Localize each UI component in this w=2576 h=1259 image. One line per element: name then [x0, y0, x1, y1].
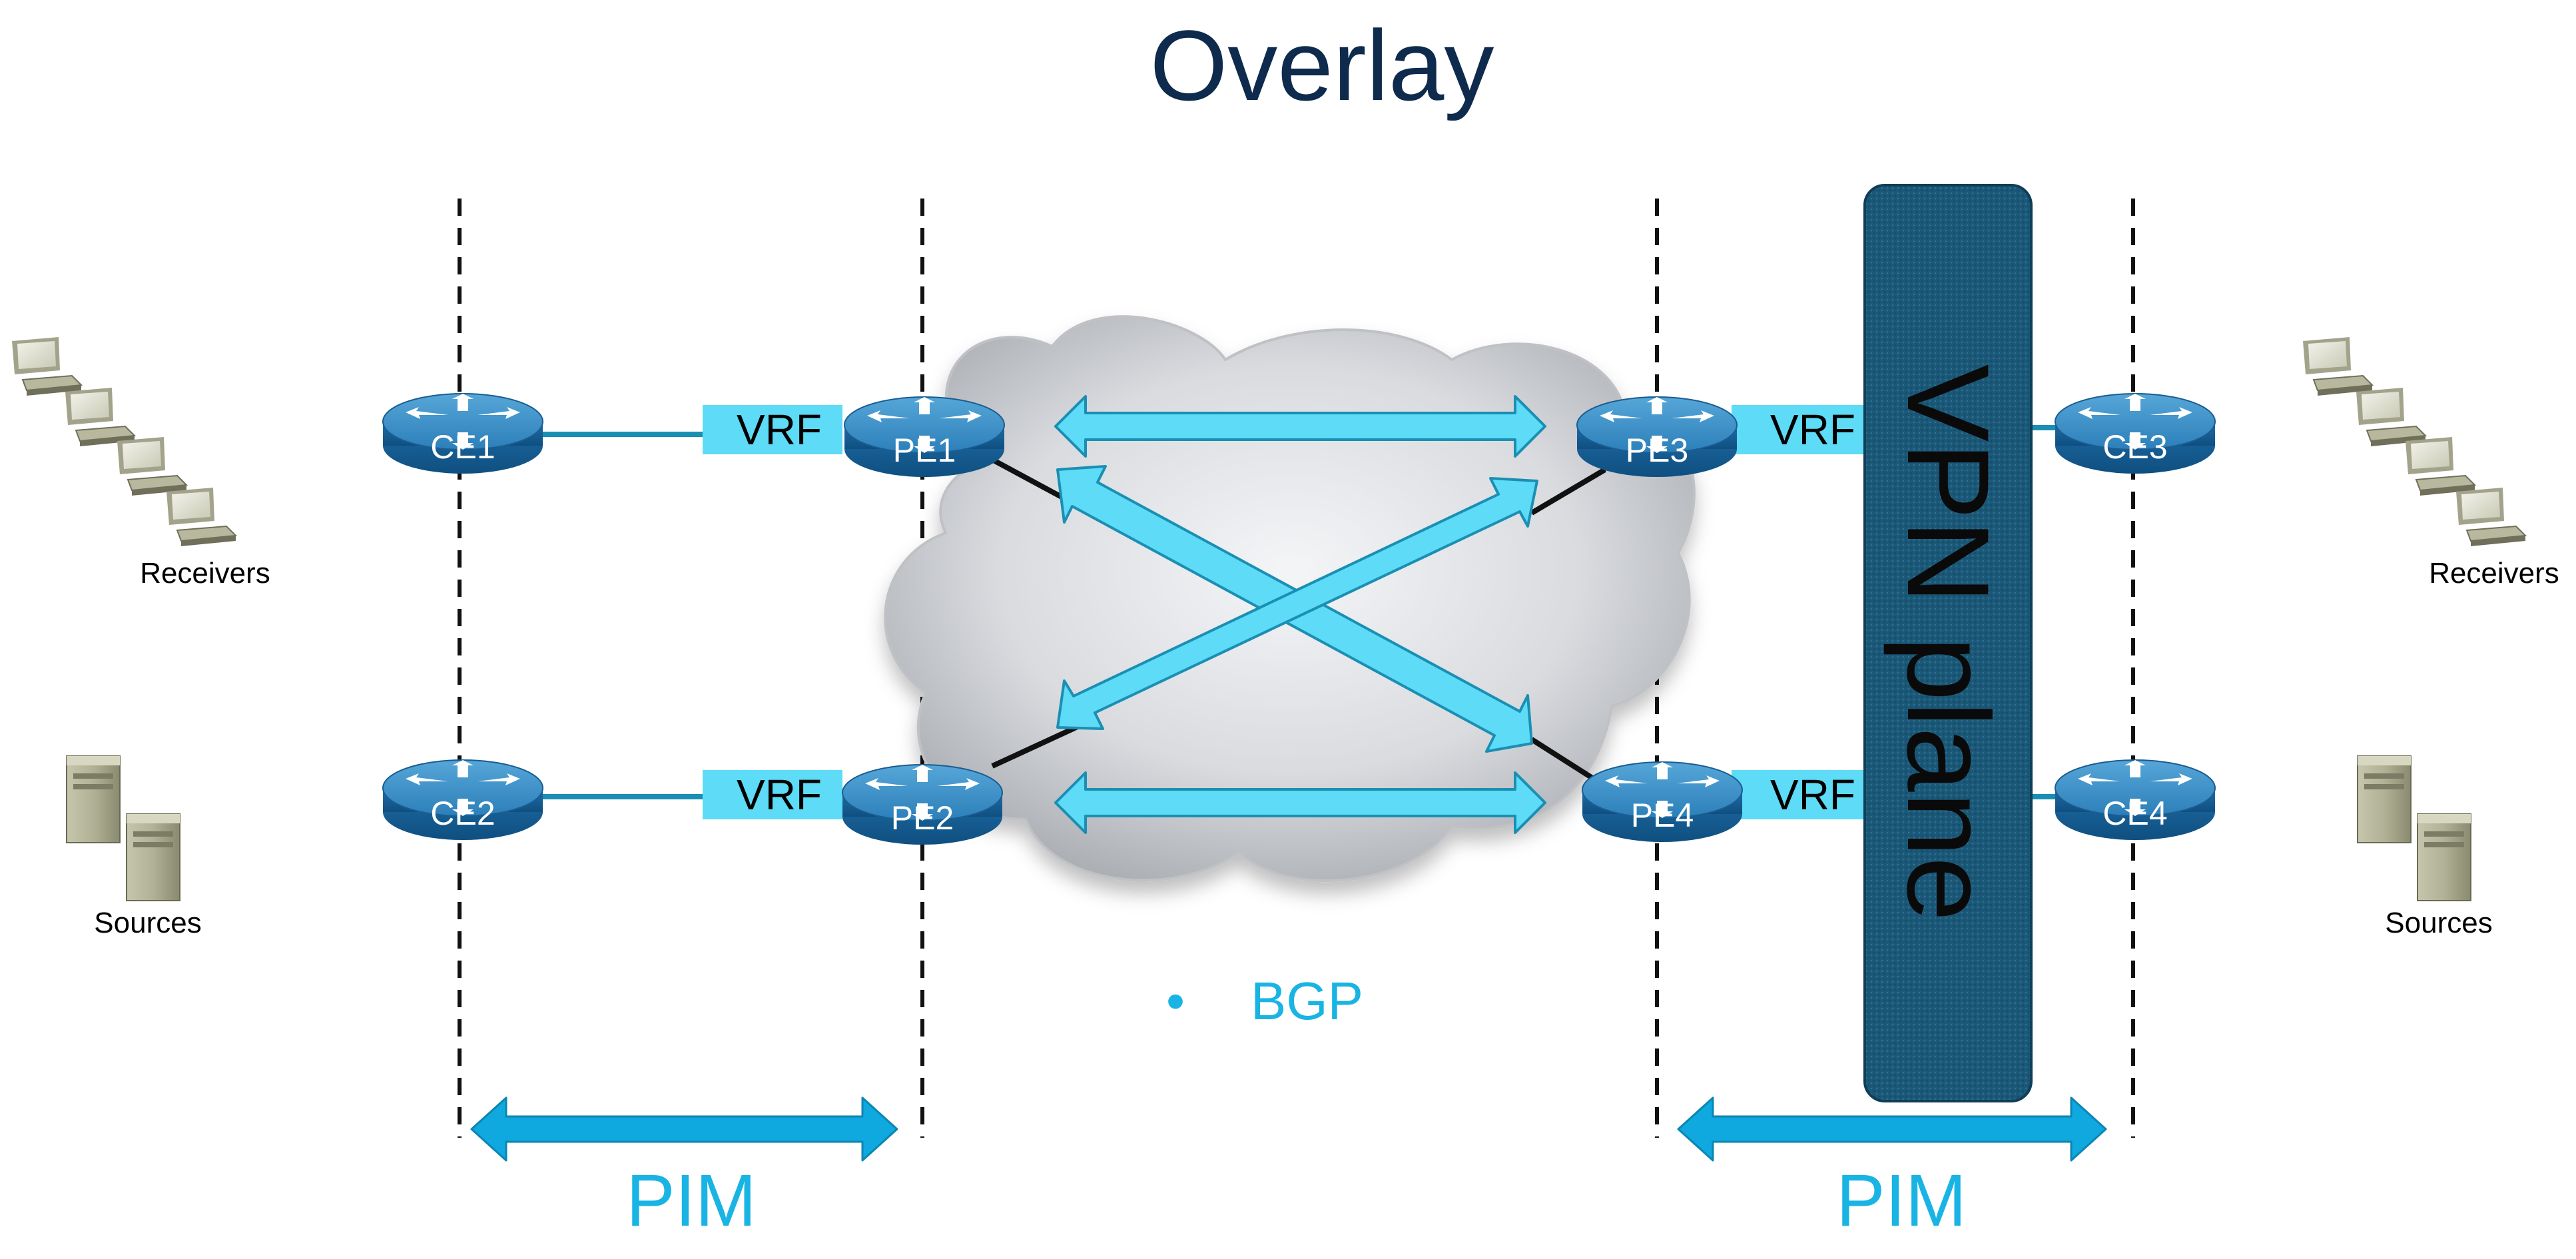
bgp-label: BGP [1251, 971, 1363, 1031]
router-label: PE1 [893, 432, 956, 469]
router-ce4: CE4 [2055, 759, 2216, 841]
server-icon [66, 755, 121, 843]
router-label: CE1 [430, 428, 495, 466]
router-ce2: CE2 [382, 759, 543, 841]
link-pe3-core [1530, 467, 1607, 516]
workstation-icon [2302, 336, 2373, 396]
router-pe4: PE4 [1582, 761, 1743, 843]
router-label: PE4 [1631, 797, 1694, 834]
bgp-arrows [1054, 395, 1546, 834]
vrf-label: VRF [737, 771, 822, 819]
workstation-icon [2405, 436, 2475, 496]
receivers-label: Receivers [140, 557, 270, 590]
vrf-label: VRF [737, 406, 822, 454]
pim-label-right: PIM [1836, 1160, 1967, 1242]
server-icon [2357, 755, 2412, 843]
router-label: PE3 [1626, 432, 1689, 469]
sources-label: Sources [94, 907, 201, 939]
vrf-label: VRF [1770, 771, 1855, 819]
router-label: CE4 [2102, 795, 2167, 832]
vrf-box-right-bottom: VRF [1732, 770, 1878, 819]
router-ce1: CE1 [382, 393, 543, 474]
router-ce3: CE3 [2055, 393, 2216, 474]
receivers-label: Receivers [2429, 557, 2559, 590]
router-pe1: PE1 [844, 396, 1005, 478]
arrow-pe2-pe3 [1056, 477, 1538, 730]
pim-label-left: PIM [626, 1160, 757, 1242]
sources-label: Sources [2385, 907, 2492, 939]
vrf-label: VRF [1770, 406, 1855, 454]
pim-arrow-right [1677, 1096, 2107, 1162]
bullet-dot: • [1166, 971, 1185, 1031]
workstation-icon [65, 387, 135, 447]
arrow-pe1-pe3 [1054, 395, 1546, 458]
vpn-plane-bar: VPN plane [1863, 184, 2033, 1102]
router-label: CE3 [2102, 428, 2167, 466]
workstation-icon [117, 436, 187, 496]
left-receivers-group: Receivers [11, 336, 270, 590]
right-receivers-group: Receivers [2302, 336, 2559, 590]
workstation-icon [2455, 487, 2526, 547]
pim-arrow-left [470, 1096, 898, 1162]
router-label: CE2 [430, 795, 495, 832]
workstation-icon [2356, 387, 2426, 447]
left-sources-group: Sources [66, 755, 202, 939]
vrf-box-left-bottom: VRF [703, 770, 842, 819]
workstation-icon [166, 487, 236, 547]
router-label: PE2 [891, 799, 954, 837]
router-pe2: PE2 [842, 764, 1003, 845]
link-pe2-core [991, 723, 1080, 769]
right-sources-group: Sources [2357, 755, 2493, 939]
server-icon [126, 813, 180, 901]
vrf-boxes: VRF VRF VRF VRF [703, 405, 1878, 819]
vrf-box-right-top: VRF [1732, 405, 1878, 454]
server-icon [2417, 813, 2471, 901]
pim-arrows [470, 1096, 2107, 1162]
page-title: Overlay [1150, 9, 1494, 121]
router-pe3: PE3 [1576, 396, 1738, 478]
vpn-plane-label: VPN plane [1883, 364, 2013, 922]
vrf-box-left-top: VRF [703, 405, 842, 454]
workstation-icon [11, 336, 82, 396]
arrow-pe2-pe4 [1054, 771, 1546, 834]
